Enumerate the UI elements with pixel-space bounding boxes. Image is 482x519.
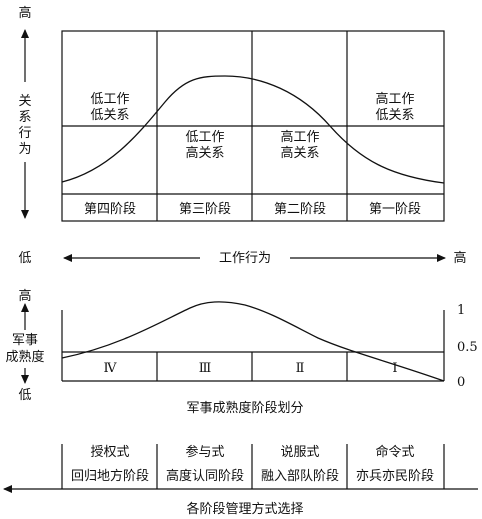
- maturity-caption: 军事成熟度阶段划分: [186, 400, 303, 416]
- stage-label: 第二阶段: [274, 202, 326, 217]
- quadrant-label: 高关系: [280, 145, 319, 161]
- phase-label: 融入部队阶段: [261, 469, 339, 484]
- maturity-high-label: 高: [18, 288, 31, 304]
- maturity-tick-label: 1: [457, 303, 465, 318]
- maturity-stage-roman: Ⅱ: [296, 361, 305, 376]
- upper-grid: [61, 30, 445, 222]
- maturity-curve: [61, 301, 445, 382]
- quadrant-label: 高工作: [375, 91, 414, 107]
- maturity-tick-label: 0: [457, 375, 465, 390]
- maturity-axis-label: 成熟度: [5, 349, 44, 365]
- quadrant-label: 低工作: [185, 130, 224, 145]
- phase-label: 回归地方阶段: [71, 468, 149, 484]
- relationship-axis-label: 行: [18, 126, 31, 141]
- quadrant-label: 高工作: [280, 129, 319, 145]
- maturity-stage-roman: Ⅳ: [104, 361, 118, 376]
- maturity-tick-label: 0.5: [457, 340, 478, 355]
- management-style: 参与式: [185, 444, 224, 460]
- relationship-high-label: 高: [18, 5, 31, 21]
- work-axis-low-label: 低: [18, 251, 31, 266]
- quadrant-label: 低工作: [90, 92, 129, 107]
- maturity-low-label: 低: [18, 388, 31, 403]
- stage-label: 第四阶段: [84, 202, 136, 217]
- quadrant-label: 高关系: [185, 145, 224, 161]
- stage-label: 第一阶段: [369, 202, 421, 217]
- maturity-axis-label: 军事: [12, 333, 38, 348]
- styles-caption: 各阶段管理方式选择: [186, 501, 303, 517]
- maturity-stage-roman: Ⅰ: [392, 361, 397, 376]
- quadrant-label: 低关系: [90, 108, 129, 123]
- maturity-chart: [61, 310, 445, 382]
- management-style: 授权式: [90, 444, 129, 460]
- relationship-curve: [61, 75, 445, 184]
- phase-label: 亦兵亦民阶段: [356, 468, 434, 484]
- management-style: 命令式: [375, 444, 414, 460]
- stage-label: 第三阶段: [179, 202, 231, 217]
- management-style: 说服式: [280, 445, 319, 460]
- work-axis-high-label: 高: [453, 250, 466, 266]
- styles-table: [61, 444, 445, 489]
- phase-label: 高度认同阶段: [166, 468, 244, 484]
- maturity-stage-roman: Ⅲ: [199, 361, 212, 376]
- quadrant-label: 低关系: [375, 108, 414, 123]
- relationship-axis-label: 为: [18, 142, 31, 157]
- relationship-axis-label: 系: [18, 110, 31, 125]
- work-axis-label: 工作行为: [219, 251, 271, 266]
- relationship-axis-label: 关: [18, 94, 31, 109]
